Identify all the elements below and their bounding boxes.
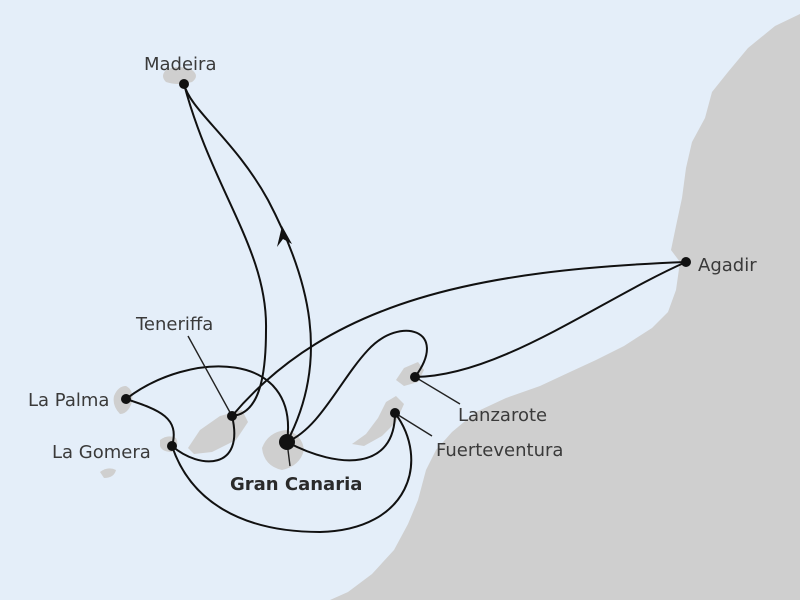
agadir-marker[interactable] bbox=[681, 257, 691, 267]
fuerteventura-leader bbox=[394, 412, 433, 437]
route-tenerife-to-agadir bbox=[231, 261, 687, 417]
gran-canaria-marker[interactable] bbox=[279, 434, 295, 450]
la-palma-marker[interactable] bbox=[121, 394, 131, 404]
route-fuerteventura-to-la-gomera bbox=[171, 412, 413, 534]
fuerteventura-island bbox=[352, 396, 404, 446]
route-gran-canaria-to-madeira bbox=[183, 83, 312, 443]
fuerteventura-marker[interactable] bbox=[390, 408, 400, 418]
gran-canaria-label: Gran Canaria bbox=[230, 474, 362, 495]
madeira-label: Madeira bbox=[144, 54, 217, 75]
route-la-palma-to-gran-canaria bbox=[125, 365, 290, 443]
el-hierro-island bbox=[100, 468, 116, 478]
route-la-palma-to-la-gomera bbox=[125, 398, 175, 447]
agadir-label: Agadir bbox=[698, 255, 757, 276]
teneriffa-leader bbox=[187, 335, 233, 417]
route-agadir-to-lanzarote bbox=[414, 261, 687, 378]
lanzarote-label: Lanzarote bbox=[458, 405, 547, 426]
route-la-gomera-to-tenerife bbox=[171, 415, 236, 463]
african-coast bbox=[330, 14, 800, 600]
route-lanzarote-to-gran-canaria bbox=[286, 329, 428, 443]
fuerteventura-label: Fuerteventura bbox=[436, 440, 563, 461]
route-arrow bbox=[277, 226, 292, 247]
la-gomera-label: La Gomera bbox=[52, 442, 151, 463]
madeira-island bbox=[163, 67, 196, 84]
madeira-marker[interactable] bbox=[179, 79, 189, 89]
lanzarote-leader bbox=[414, 376, 461, 405]
teneriffa-marker[interactable] bbox=[227, 411, 237, 421]
la-palma-label: La Palma bbox=[28, 390, 109, 411]
teneriffa-label: Teneriffa bbox=[135, 314, 213, 335]
la-gomera-marker[interactable] bbox=[167, 441, 177, 451]
route-madeira-to-tenerife bbox=[183, 83, 268, 417]
route-gran-canaria-to-fuerteventura bbox=[286, 412, 396, 462]
lanzarote-marker[interactable] bbox=[410, 372, 420, 382]
